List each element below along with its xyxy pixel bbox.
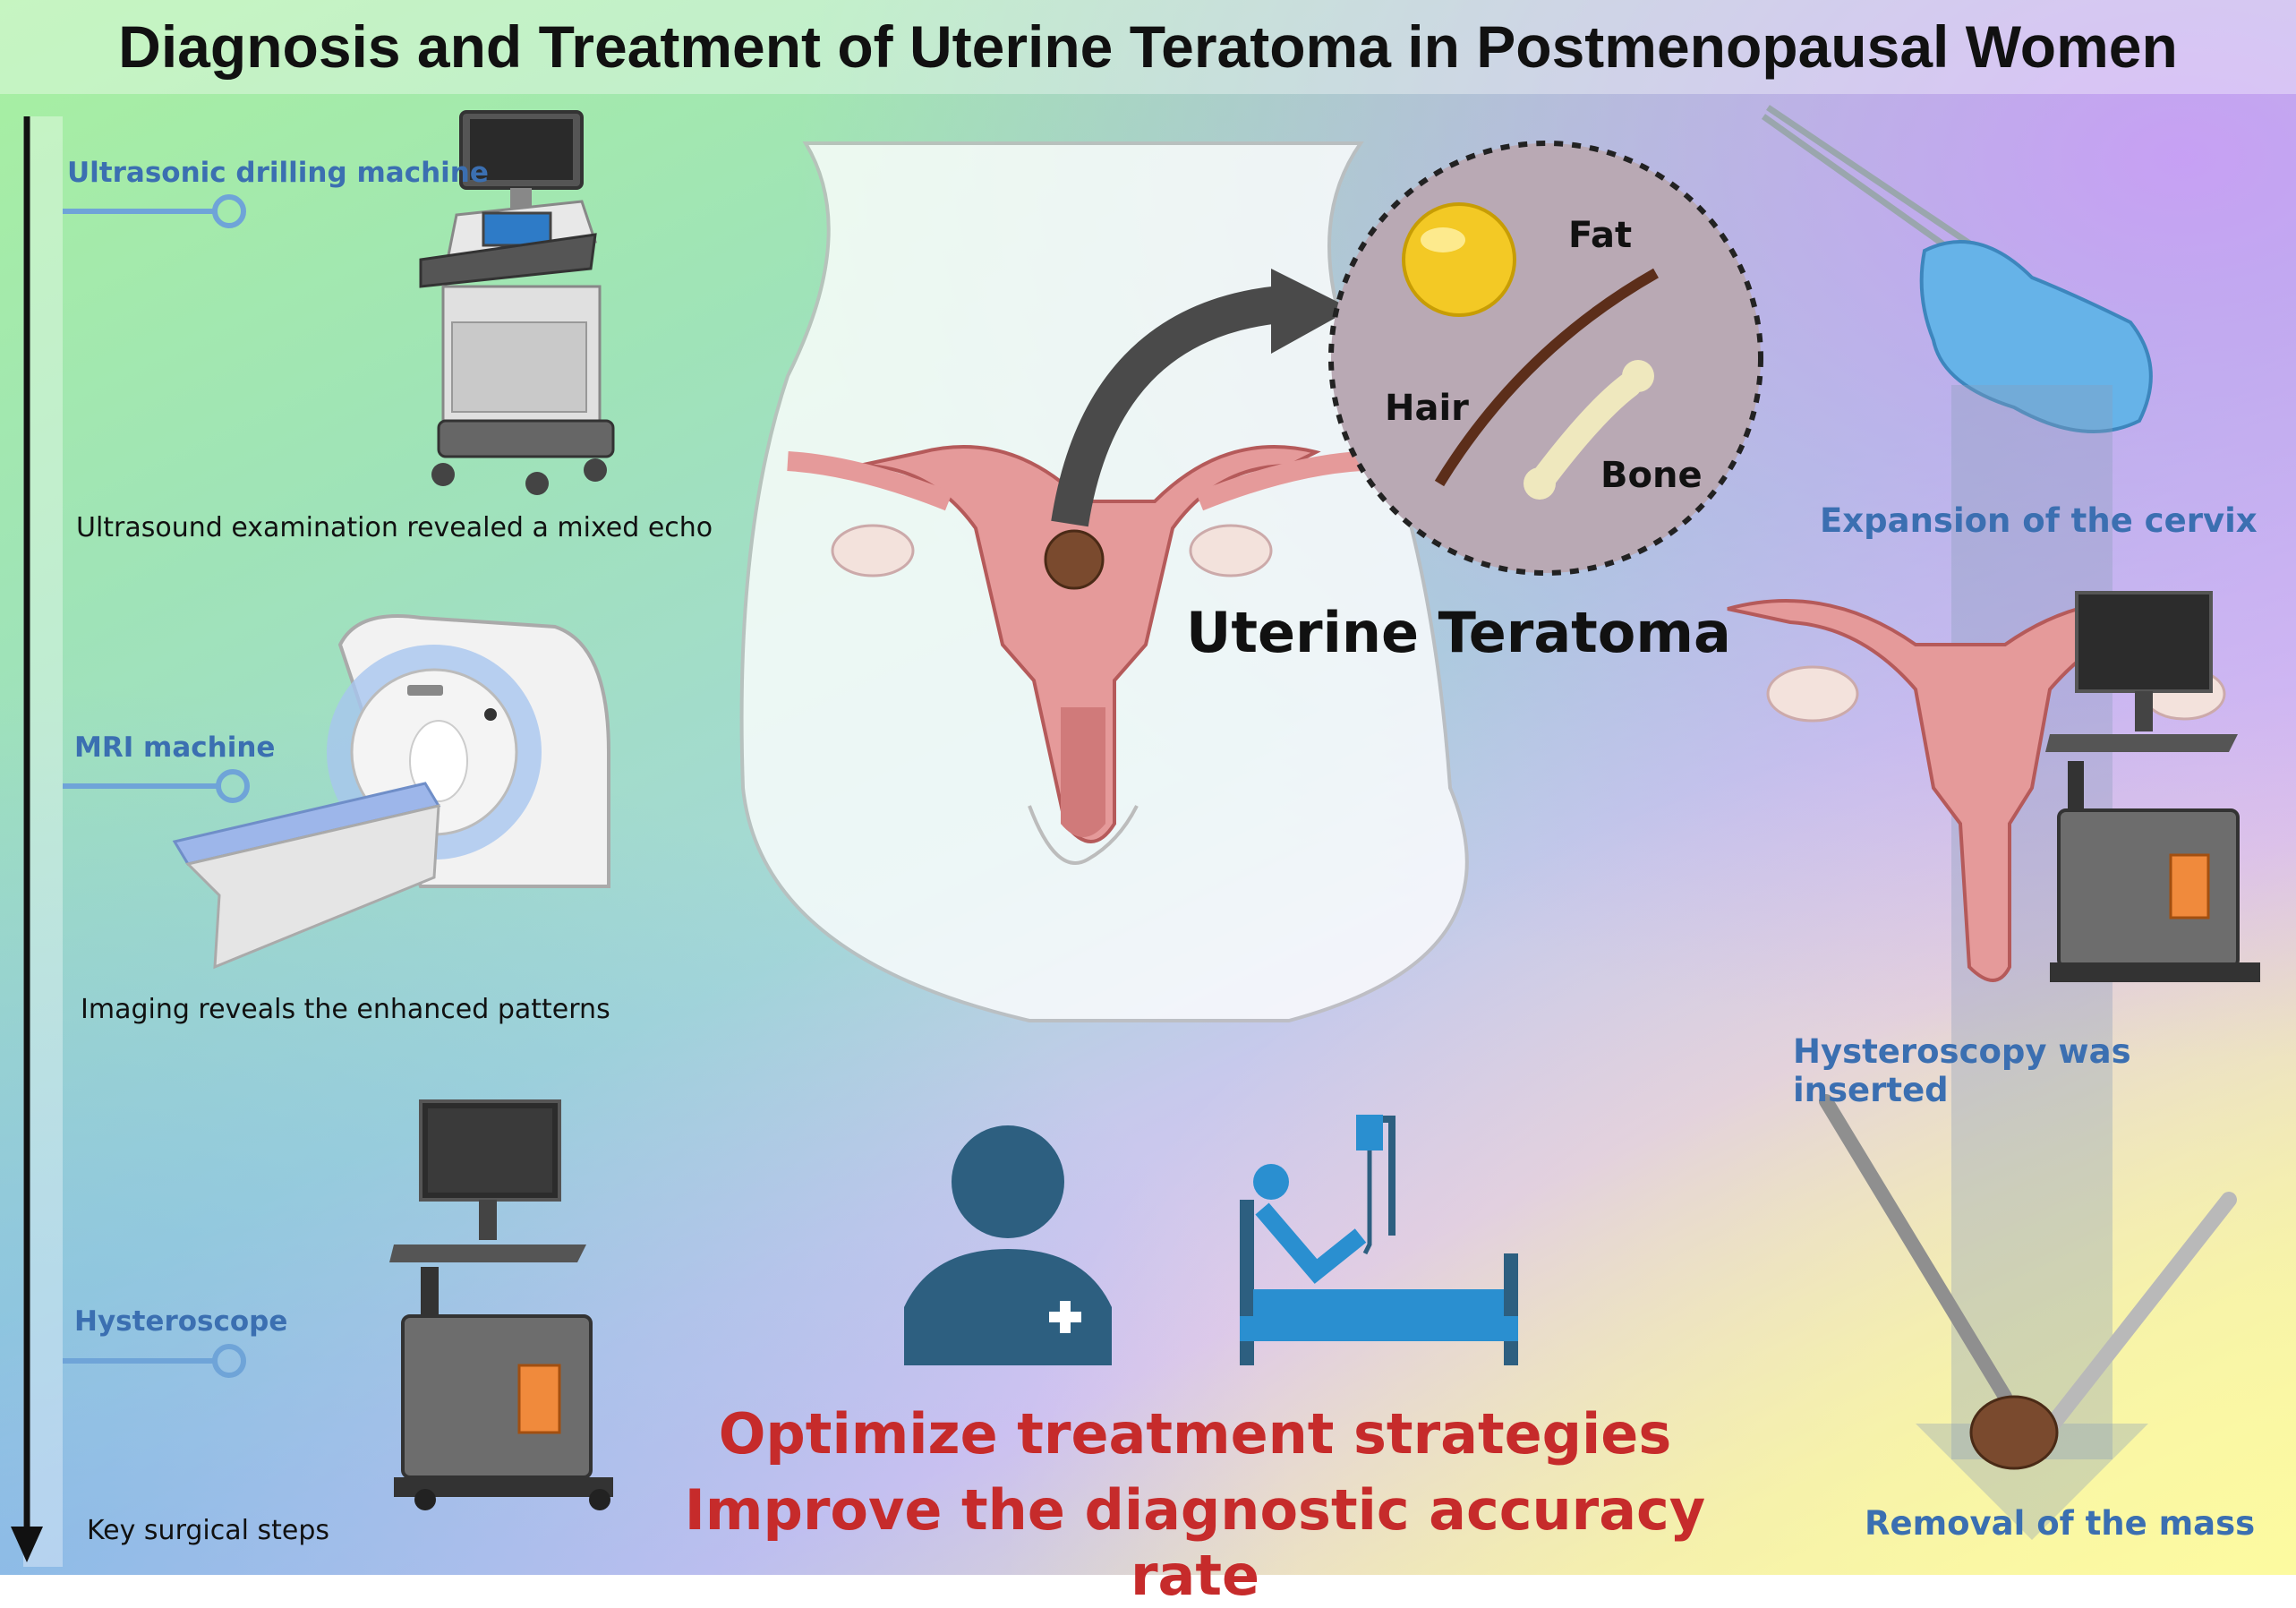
teratoma-inset-icon (1328, 141, 1763, 576)
connector-ultrasound (63, 194, 246, 228)
hair-label: Hair (1385, 388, 1469, 429)
gloved-hand-icon (1919, 240, 2153, 433)
doctor-icon (904, 1125, 1112, 1365)
curved-arrow (1051, 286, 1283, 527)
uterine-teratoma-label: Uterine Teratoma (1186, 600, 1731, 665)
tweezers-icon (1819, 1094, 2012, 1404)
patient-bed-icon (1240, 1115, 1518, 1365)
fat-label: Fat (1568, 215, 1633, 256)
scalpel-icon (2024, 1192, 2237, 1458)
mri-caption: Imaging reveals the enhanced patterns (81, 994, 610, 1025)
mri-machine-icon (172, 614, 610, 970)
goal-line-2: Improve the diagnostic accuracy rate (684, 1477, 1706, 1608)
page-title: Diagnosis and Treatment of Uterine Terat… (118, 13, 2178, 80)
ultrasound-label: Ultrasonic drilling machine (67, 157, 489, 189)
axis-arrowhead (11, 1527, 43, 1562)
diagram-graphics (11, 105, 2260, 1562)
step-hysteroscopy-label: Hysteroscopy was inserted (1793, 1032, 2131, 1109)
title-bar (0, 0, 2296, 94)
hysteroscope-tower-right-icon (2045, 591, 2260, 982)
hysteroscope-label: Hysteroscope (74, 1305, 288, 1338)
goal-line-1: Optimize treatment strategies (718, 1401, 1672, 1467)
step-expansion-label: Expansion of the cervix (1820, 501, 2258, 540)
mri-label: MRI machine (74, 731, 276, 764)
curved-arrowhead (1271, 269, 1352, 354)
mass-icon (1969, 1395, 2059, 1470)
connector-mri (63, 769, 250, 803)
bone-label: Bone (1600, 455, 1703, 496)
hysteroscope-tower-icon (389, 1099, 613, 1510)
ultrasound-machine-icon (419, 110, 615, 495)
uterus-illustration-icon (787, 445, 1361, 843)
axis-caption: Key surgical steps (87, 1515, 330, 1546)
ultrasound-caption: Ultrasound examination revealed a mixed … (76, 512, 713, 543)
right-flow-arrowhead (1916, 1424, 2148, 1540)
connector-hysteroscope (63, 1344, 246, 1378)
step-removal-label: Removal of the mass (1865, 1504, 2256, 1543)
